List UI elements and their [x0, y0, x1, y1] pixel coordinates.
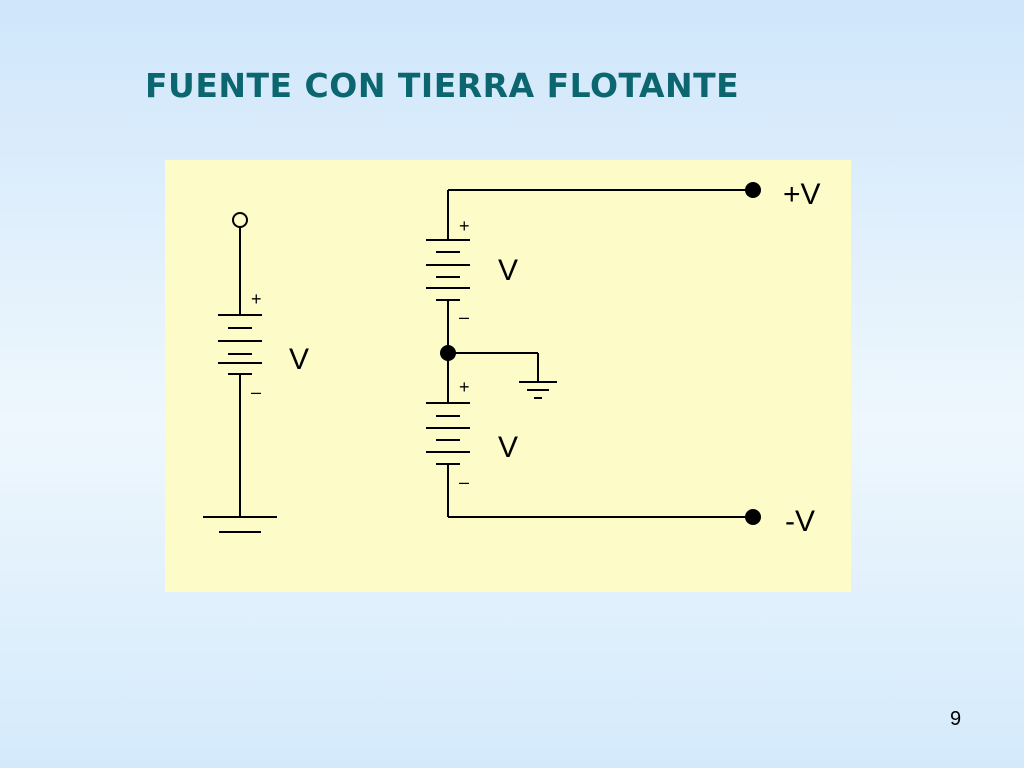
junction-dot: [440, 345, 456, 361]
left-open-terminal: [232, 212, 248, 228]
negative-terminal-label: -V: [785, 505, 815, 538]
circuit-diagram: + – V + – V + – V +V -V: [203, 178, 821, 538]
center-ground-symbol: [519, 381, 557, 399]
bottom-battery: [426, 402, 470, 465]
bottom-battery-minus-sign: –: [459, 472, 469, 492]
bottom-battery-voltage-label: V: [498, 431, 518, 464]
page-number: 9: [950, 708, 962, 730]
positive-terminal-dot: [745, 182, 761, 198]
left-ground-symbol: [203, 516, 277, 533]
top-battery-minus-sign: –: [459, 307, 469, 327]
right-circuit: [426, 189, 753, 518]
left-circuit: [203, 212, 277, 533]
slide-title: FUENTE CON TIERRA FLOTANTE: [145, 66, 740, 105]
top-battery-plus-sign: +: [459, 216, 470, 236]
negative-terminal-dot: [745, 509, 761, 525]
bottom-battery-plus-sign: +: [459, 377, 470, 397]
left-voltage-label: V: [289, 343, 309, 376]
circuit-diagram-panel: + – V + – V + – V +V -V: [165, 160, 851, 592]
left-plus-sign: +: [251, 289, 262, 309]
top-battery-voltage-label: V: [498, 254, 518, 287]
positive-terminal-label: +V: [783, 178, 821, 211]
left-battery: [218, 314, 262, 375]
top-battery: [426, 239, 470, 301]
left-minus-sign: –: [251, 382, 261, 402]
